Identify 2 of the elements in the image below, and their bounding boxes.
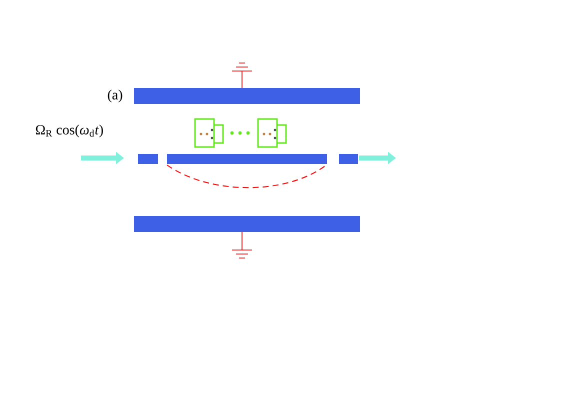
panel-label: (a) [108, 90, 122, 102]
signal-label: Ω$_{R}$ cos(ω$_{d}$t) [36, 124, 103, 138]
